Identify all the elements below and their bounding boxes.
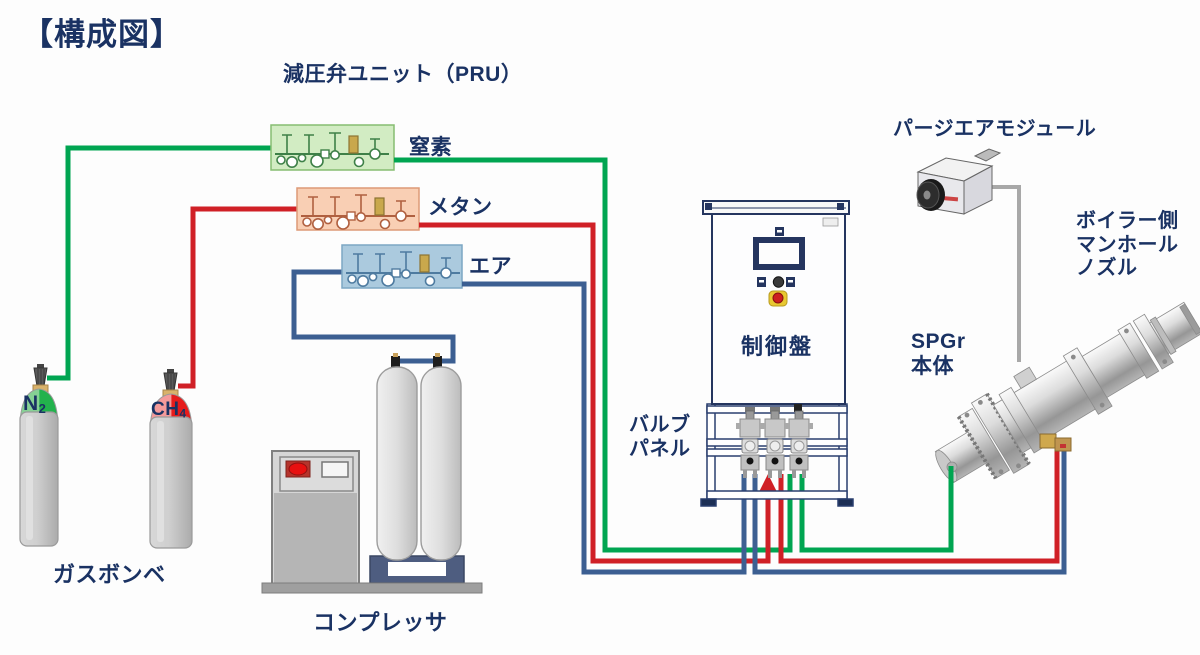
- spgr-gas-connector: [1039, 433, 1072, 452]
- page-title: 【構成図】: [22, 17, 182, 52]
- methane-line: [419, 222, 1060, 564]
- n2-cylinder: [19, 364, 59, 547]
- valve-panel-label: バルブ パネル: [629, 414, 691, 460]
- air-line-label: エア: [469, 255, 512, 278]
- compressor-tanks: [376, 353, 462, 561]
- purge-air-line: [990, 185, 1021, 362]
- spgr-label: SPGr 本体: [911, 330, 966, 378]
- panel-buttons[interactable]: [757, 276, 795, 288]
- nitrogen-line: [394, 157, 954, 553]
- control-panel-cabinet: [702, 200, 850, 405]
- boiler-nozzle-label: ボイラー側 マンホール ノズル: [1076, 210, 1179, 280]
- spgr-body: [934, 301, 1200, 484]
- n2-cylinder-label: N2: [23, 392, 47, 416]
- purge-module-label: パージエアモジュール: [893, 118, 1097, 140]
- purge-air-module: [916, 148, 1002, 215]
- nitrogen-line-label: 窒素: [409, 136, 452, 159]
- air-line: [462, 281, 1067, 575]
- pru-label: 減圧弁ユニット（PRU）: [283, 63, 523, 86]
- compressor-label: コンプレッサ: [313, 610, 448, 635]
- ch4-cylinder: [149, 369, 193, 549]
- compressor-pipe: [291, 269, 456, 364]
- pru-unit-methane: [296, 187, 420, 231]
- methane-arrow-icon: [759, 474, 777, 492]
- pru-unit-nitrogen: [270, 124, 395, 171]
- ch4-supply-line: [178, 206, 297, 389]
- compressor: [261, 353, 483, 594]
- valve-block-air[interactable]: [736, 407, 764, 478]
- compressor-cabinet: [271, 450, 360, 586]
- hmi-screen[interactable]: [753, 237, 805, 270]
- compressor-base-plate: [261, 582, 483, 594]
- emergency-stop-button[interactable]: [768, 290, 788, 307]
- valve-block-nitrogen[interactable]: [785, 404, 813, 478]
- gas-cylinders-label: ガスボンベ: [53, 562, 166, 587]
- valve-panel-blocks: [736, 404, 813, 478]
- control-panel-label: 制御盤: [741, 334, 814, 359]
- n2-supply-line: [47, 145, 271, 381]
- panel-logo: [822, 217, 839, 227]
- purge-module-wheel: [916, 179, 945, 211]
- pru-unit-air: [341, 244, 463, 289]
- ch4-cylinder-label: CH4: [151, 399, 187, 421]
- methane-line-label: メタン: [428, 196, 493, 219]
